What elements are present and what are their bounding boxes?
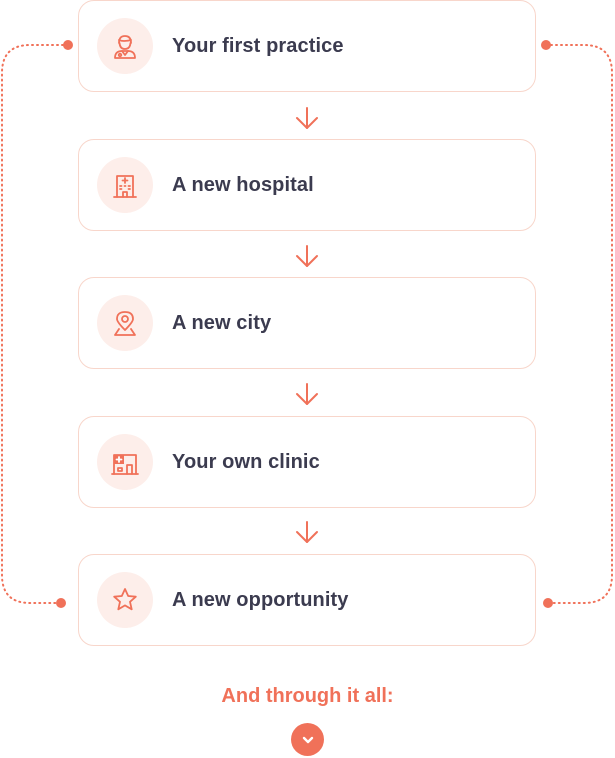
- step-icon-bg: [97, 18, 153, 74]
- clinic-icon: [111, 454, 139, 475]
- step-icon-bg: [97, 157, 153, 213]
- step-card-new-hospital: A new hospital: [78, 139, 536, 231]
- step-card-new-opportunity: A new opportunity: [78, 554, 536, 646]
- location-pin-icon: [114, 311, 136, 336]
- step-label: Your first practice: [172, 34, 344, 57]
- scroll-down-button[interactable]: [291, 723, 324, 756]
- doctor-icon: [114, 35, 136, 59]
- step-card-new-city: A new city: [78, 277, 536, 369]
- step-label: Your own clinic: [172, 450, 320, 473]
- arrow-down-icon: [296, 521, 318, 543]
- step-card-own-clinic: Your own clinic: [78, 416, 536, 508]
- footer-caption: And through it all:: [221, 685, 394, 707]
- step-label: A new opportunity: [172, 588, 349, 611]
- step-icon-bg: [97, 572, 153, 628]
- loop-dot-bottom-left: [56, 598, 66, 608]
- step-label: A new hospital: [172, 173, 314, 196]
- step-card-first-practice: Your first practice: [78, 0, 536, 92]
- step-label: A new city: [172, 311, 272, 334]
- step-icon-bg: [97, 434, 153, 490]
- arrow-down-icon: [296, 107, 318, 129]
- loop-dot-bottom-right: [543, 598, 553, 608]
- star-icon: [113, 588, 137, 611]
- arrow-down-icon: [296, 245, 318, 267]
- arrow-down-icon: [296, 383, 318, 405]
- loop-dot-top-left: [63, 40, 73, 50]
- hospital-icon: [113, 175, 137, 198]
- step-icon-bg: [97, 295, 153, 351]
- chevron-down-icon: [302, 736, 313, 743]
- loop-dot-top-right: [541, 40, 551, 50]
